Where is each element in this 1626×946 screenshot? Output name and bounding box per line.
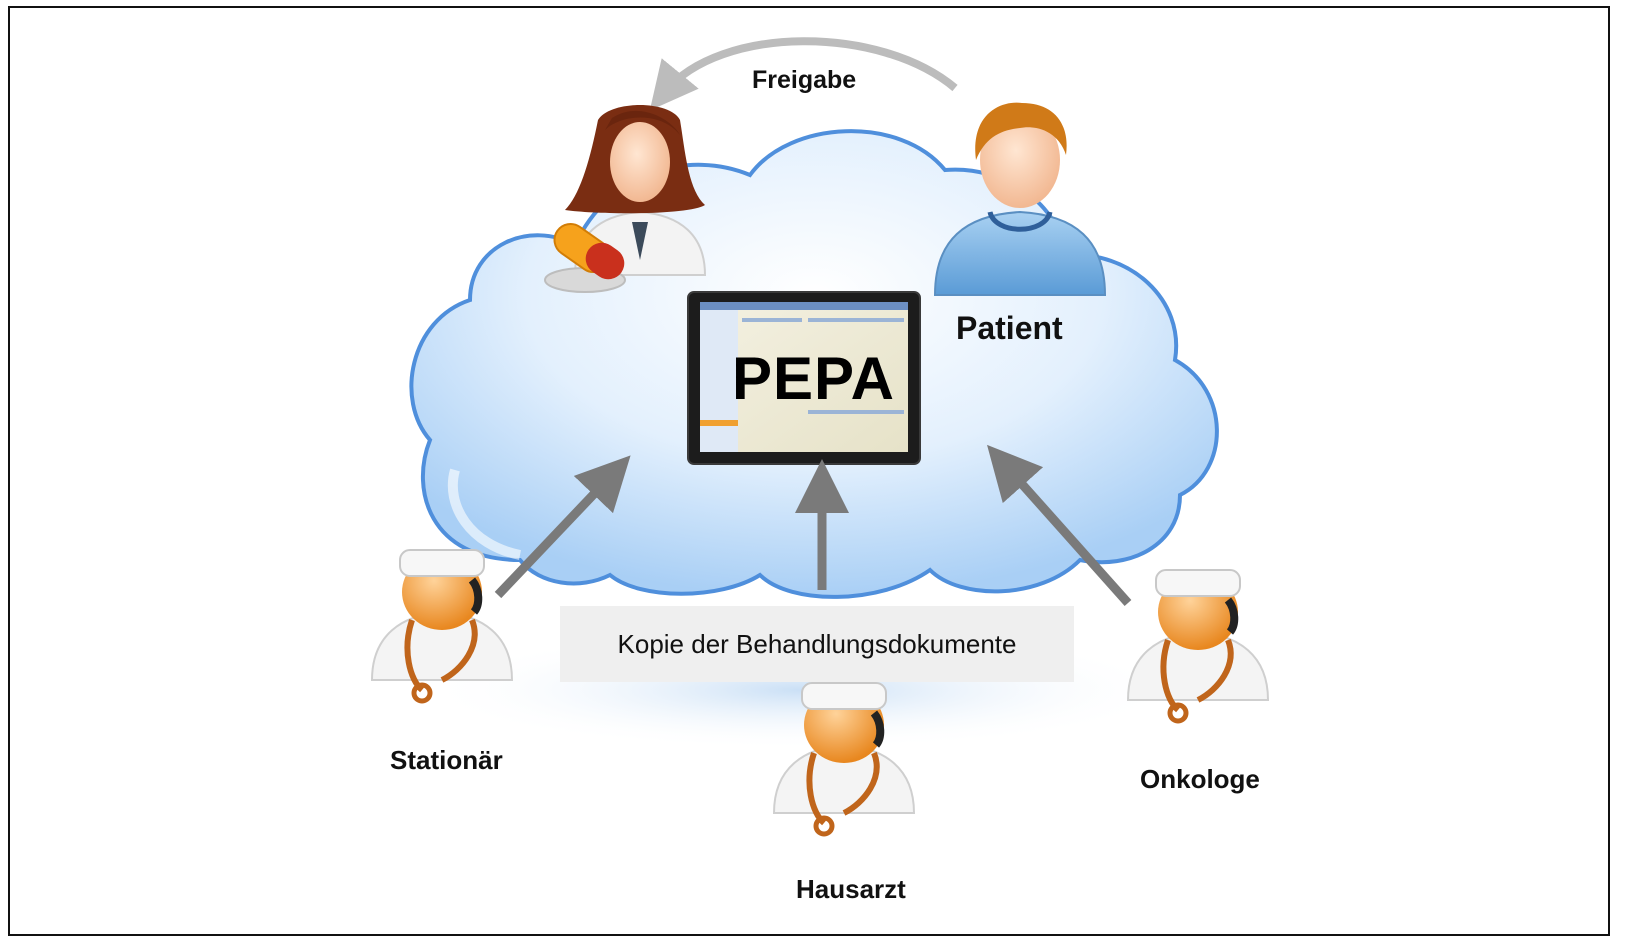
copy-caption: Kopie der Behandlungsdokumente: [617, 628, 1017, 659]
center-label: PEPA: [732, 345, 895, 412]
arrow-stationaer: [494, 455, 631, 599]
copy-caption-box: Kopie der Behandlungsdokumente: [560, 606, 1074, 682]
patient-icon: [933, 102, 1107, 296]
doctor-icon-stationaer: [370, 549, 514, 704]
doctor-icon-onkologe: [1126, 569, 1270, 724]
release-arrow: [649, 37, 958, 111]
patient-label: Patient: [956, 310, 1063, 346]
doctor-label-onkologe: Onkologe: [1140, 764, 1260, 794]
release-label: Freigabe: [752, 66, 857, 94]
doctor-label-stationaer: Stationär: [390, 745, 503, 775]
pharmacist-icon: [544, 105, 707, 293]
doctor-icon-hausarzt: [772, 682, 916, 837]
tablet-icon: [687, 291, 921, 465]
arrow-onkologe: [987, 444, 1132, 606]
doctor-label-hausarzt: Hausarzt: [796, 874, 906, 904]
